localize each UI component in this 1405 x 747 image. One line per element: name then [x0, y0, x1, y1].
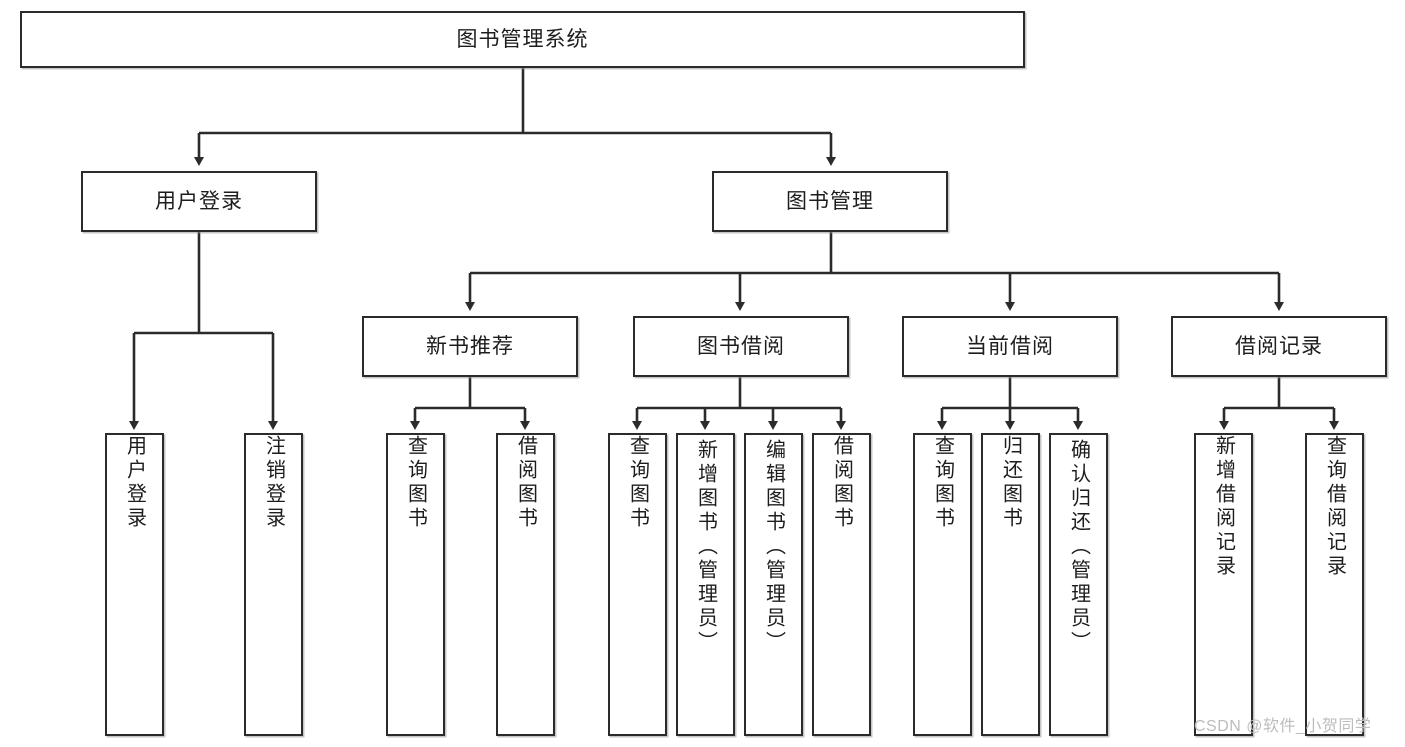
- node-current-borrow[interactable]: 当前借阅: [902, 316, 1118, 377]
- leaf-borrow-record-query[interactable]: 查询借阅记录: [1305, 433, 1364, 736]
- leaf-label: 新增图书（管理员）: [694, 439, 717, 655]
- node-root-label: 图书管理系统: [456, 28, 589, 51]
- node-root[interactable]: 图书管理系统: [20, 11, 1025, 68]
- leaf-label: 归还图书: [999, 435, 1022, 531]
- leaf-book-borrow-query[interactable]: 查询图书: [608, 433, 667, 736]
- leaf-current-borrow-return[interactable]: 归还图书: [981, 433, 1040, 736]
- leaf-label: 确认归还（管理员）: [1067, 439, 1090, 655]
- leaf-new-book-query[interactable]: 查询图书: [386, 433, 445, 736]
- csdn-watermark: CSDN @软件_小贺同学: [1194, 718, 1372, 735]
- leaf-label: 查询图书: [404, 435, 427, 531]
- leaf-borrow-record-add[interactable]: 新增借阅记录: [1194, 433, 1253, 736]
- node-borrow-record-label: 借阅记录: [1235, 335, 1323, 358]
- leaf-label: 注销登录: [262, 435, 285, 531]
- leaf-new-book-borrow[interactable]: 借阅图书: [496, 433, 555, 736]
- leaf-label: 查询图书: [626, 435, 649, 531]
- leaf-current-borrow-confirm[interactable]: 确认归还（管理员）: [1049, 433, 1108, 736]
- node-user-login-label: 用户登录: [155, 190, 243, 213]
- node-borrow-record[interactable]: 借阅记录: [1171, 316, 1387, 377]
- leaf-user-login-signout[interactable]: 注销登录: [244, 433, 303, 736]
- node-book-management[interactable]: 图书管理: [712, 171, 948, 232]
- node-new-book-recommend[interactable]: 新书推荐: [362, 316, 578, 377]
- leaf-user-login-signin[interactable]: 用户登录: [105, 433, 164, 736]
- leaf-book-borrow-add[interactable]: 新增图书（管理员）: [676, 433, 735, 736]
- leaf-label: 查询图书: [931, 435, 954, 531]
- node-book-borrow[interactable]: 图书借阅: [633, 316, 849, 377]
- leaf-label: 用户登录: [123, 435, 146, 531]
- leaf-label: 新增借阅记录: [1212, 435, 1235, 579]
- node-book-management-label: 图书管理: [786, 190, 874, 213]
- leaf-book-borrow-borrow[interactable]: 借阅图书: [812, 433, 871, 736]
- leaf-label: 借阅图书: [514, 435, 537, 531]
- leaf-label: 查询借阅记录: [1323, 435, 1346, 579]
- leaf-book-borrow-edit[interactable]: 编辑图书（管理员）: [744, 433, 803, 736]
- node-new-book-recommend-label: 新书推荐: [426, 335, 514, 358]
- leaf-label: 借阅图书: [830, 435, 853, 531]
- leaf-current-borrow-query[interactable]: 查询图书: [913, 433, 972, 736]
- leaf-label: 编辑图书（管理员）: [762, 439, 785, 655]
- node-current-borrow-label: 当前借阅: [966, 335, 1054, 358]
- node-book-borrow-label: 图书借阅: [697, 335, 785, 358]
- node-user-login[interactable]: 用户登录: [81, 171, 317, 232]
